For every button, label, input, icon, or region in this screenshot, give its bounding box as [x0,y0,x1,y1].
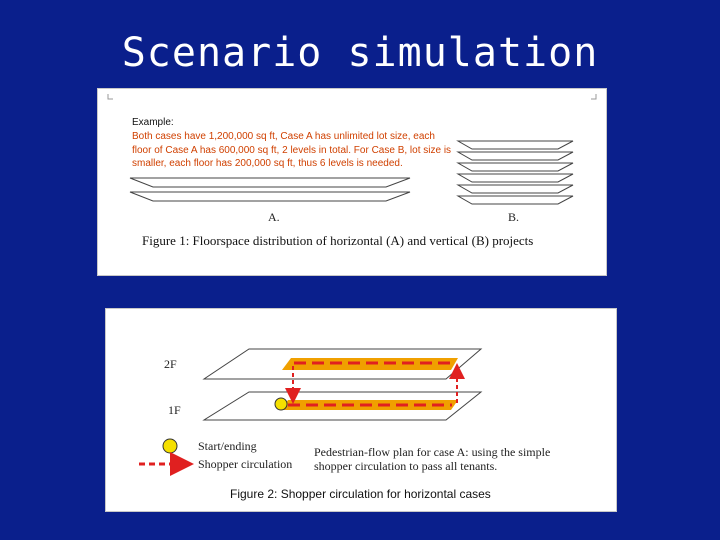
case-b-floors [456,140,574,205]
start-point-marker [274,397,288,411]
floor-label-1f: 1F [168,403,181,417]
example-heading: Example: [132,117,174,128]
figure-1-caption: Figure 1: Floorspace distribution of hor… [142,233,534,248]
legend-circulation-label: Shopper circulation [198,457,293,471]
figure-2-panel: 2F 1F Start/ending Shopper circulation P… [105,308,617,512]
case-a-label: A. [268,210,280,224]
floorplate-diagram [107,94,597,205]
legend-start-label: Start/ending [198,439,257,453]
circulation-diagram [139,348,483,476]
case-a-floors [129,177,411,202]
legend-start-marker [162,438,178,454]
floor-label-2f: 2F [164,357,177,371]
plan-description: Pedestrian-flow plan for case A: using t… [314,445,551,473]
figure-1-panel: Example: Both cases have 1,200,000 sq ft… [97,88,607,276]
side-mark: ! [592,470,596,486]
example-body: Both cases have 1,200,000 sq ft, Case A … [132,131,452,169]
case-b-label: B. [508,210,520,224]
slide-title: Scenario simulation [121,30,599,76]
figure-2-caption: Figure 2: Shopper circulation for horizo… [230,487,491,501]
